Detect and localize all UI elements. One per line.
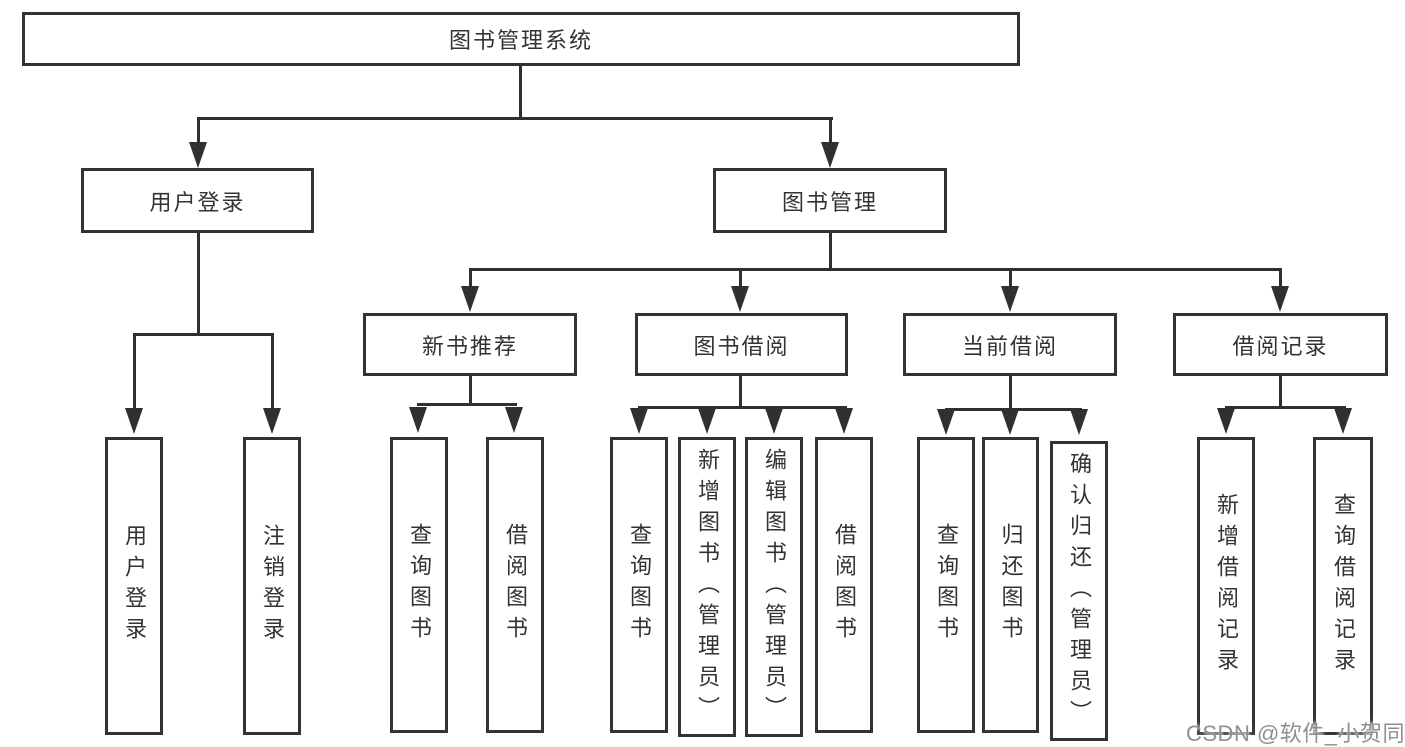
node-label: 注销登录 (260, 524, 285, 648)
arrow-down-icon (189, 142, 207, 168)
arrow-down-icon (1001, 286, 1019, 312)
edge-to-leaf-logout (271, 333, 274, 410)
arrow-down-icon (505, 407, 523, 433)
node-label: 借阅图书 (832, 523, 857, 647)
node-leaf-borrow-book-rec: 借阅图书 (486, 437, 544, 733)
node-leaf-add-borrow-record: 新增借阅记录 (1197, 437, 1255, 735)
node-label: 查询借阅记录 (1331, 493, 1356, 679)
edge-current-borrow-stem (1009, 376, 1012, 411)
arrow-down-icon (698, 408, 716, 434)
edge-new-book-rec-stem (469, 376, 472, 406)
edge-book-mgmt-stem (829, 233, 832, 271)
node-borrowing-records: 借阅记录 (1173, 313, 1388, 376)
edge-to-new-book-rec (469, 268, 472, 287)
node-leaf-query-borrow-record: 查询借阅记录 (1313, 437, 1373, 735)
arrow-down-icon (1070, 409, 1088, 435)
edge-user-login-branch (133, 333, 274, 336)
arrow-down-icon (1271, 286, 1289, 312)
edge-borrow-record-branch (1225, 406, 1346, 409)
arrow-down-icon (821, 142, 839, 168)
arrow-down-icon (765, 408, 783, 434)
edge-new-book-rec-branch (417, 403, 517, 406)
node-leaf-add-book-admin: 新增图书（管理员） (678, 437, 736, 737)
edge-root-branch (197, 117, 833, 120)
node-label: 用户登录 (122, 524, 147, 648)
edge-book-borrow-branch (638, 406, 847, 409)
edge-book-mgmt-branch (469, 268, 1282, 271)
node-leaf-logout: 注销登录 (243, 437, 301, 735)
node-label: 借阅图书 (503, 523, 528, 647)
node-leaf-confirm-return-admin: 确认归还（管理员） (1050, 441, 1108, 741)
edge-to-leaf-user-login (133, 333, 136, 410)
edge-book-borrow-stem (739, 376, 742, 409)
node-book-borrowing: 图书借阅 (635, 313, 848, 376)
edge-user-login-stem (197, 233, 200, 336)
arrow-down-icon (731, 286, 749, 312)
arrow-down-icon (461, 286, 479, 312)
node-label: 归还图书 (998, 523, 1024, 647)
node-label: 查询图书 (627, 523, 652, 647)
arrow-down-icon (1217, 408, 1235, 434)
edge-to-book-mgmt (829, 117, 832, 145)
arrow-down-icon (937, 409, 955, 435)
edge-to-book-borrow (739, 268, 742, 287)
node-label: 新增图书（管理员） (695, 447, 720, 727)
edge-root-stem (519, 66, 522, 118)
node-label: 查询图书 (407, 523, 432, 647)
node-label: 确认归还（管理员） (1067, 451, 1092, 731)
node-user-login: 用户登录 (81, 168, 314, 233)
node-leaf-query-book-current: 查询图书 (917, 437, 975, 733)
arrow-down-icon (1334, 408, 1352, 434)
node-label: 编辑图书（管理员） (762, 447, 787, 727)
node-leaf-query-book-rec: 查询图书 (390, 437, 448, 733)
arrow-down-icon (125, 408, 143, 434)
edge-borrow-record-stem (1279, 376, 1282, 409)
edge-to-current-borrow (1009, 268, 1012, 287)
node-label: 新增借阅记录 (1214, 493, 1239, 679)
node-leaf-borrow-book: 借阅图书 (815, 437, 873, 733)
arrow-down-icon (409, 407, 427, 433)
node-leaf-edit-book-admin: 编辑图书（管理员） (745, 437, 803, 737)
edge-to-user-login (197, 117, 200, 145)
node-library-management-system: 图书管理系统 (22, 12, 1020, 66)
node-current-borrowing: 当前借阅 (903, 313, 1117, 376)
node-new-book-recommend: 新书推荐 (363, 313, 577, 376)
node-leaf-return-book: 归还图书 (982, 437, 1039, 733)
arrow-down-icon (1001, 409, 1019, 435)
node-leaf-user-login: 用户登录 (105, 437, 163, 735)
node-leaf-query-book-borrow: 查询图书 (610, 437, 668, 733)
arrow-down-icon (835, 408, 853, 434)
node-label: 查询图书 (934, 523, 959, 647)
arrow-down-icon (263, 408, 281, 434)
edge-to-borrow-record (1279, 268, 1282, 287)
arrow-down-icon (630, 408, 648, 434)
node-book-management: 图书管理 (713, 168, 947, 233)
csdn-watermark: CSDN @软件_小贺同学 (1186, 721, 1405, 746)
